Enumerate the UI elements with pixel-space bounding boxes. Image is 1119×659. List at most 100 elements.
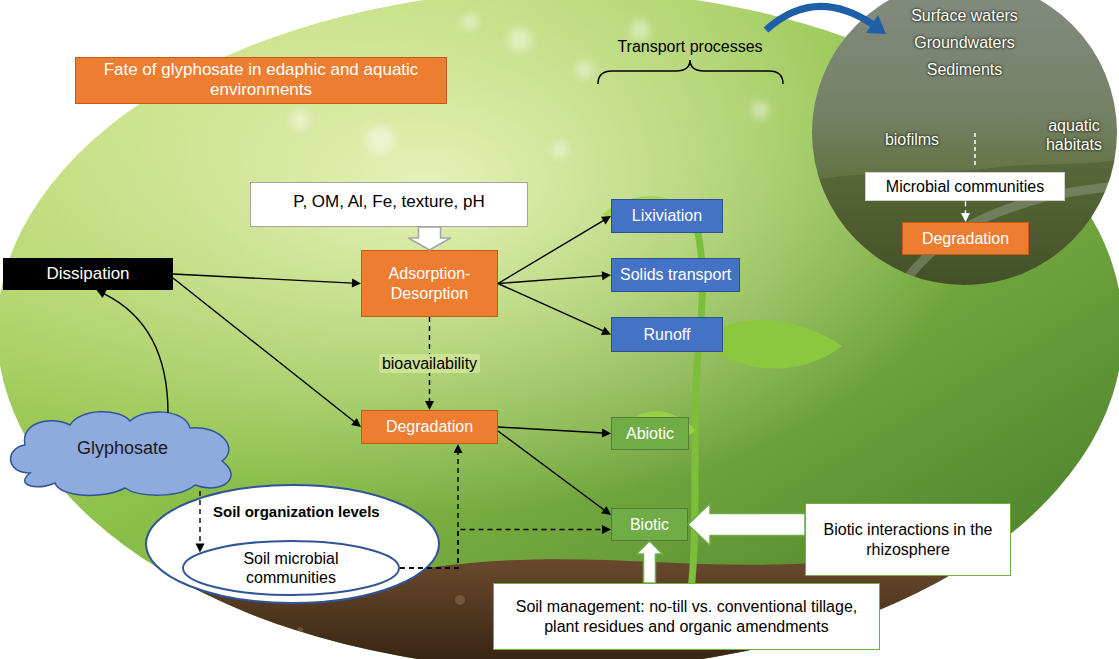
label-holder: Transport processes [590,37,790,56]
connector-line [498,431,605,510]
connector [173,274,361,288]
arrowhead [602,428,611,437]
connector-line [173,274,353,283]
ellipse-shape [183,541,399,595]
node-text: Glyphosate [77,438,168,460]
connector [400,525,611,568]
meadow [812,160,1117,285]
connector-line [104,294,168,413]
connector [498,216,611,284]
arrowhead [351,418,361,427]
edge-label: bioavailability [379,354,480,373]
water-label: Sediments [812,60,1117,79]
arrowhead [602,271,611,280]
connector [498,271,611,283]
community-box: Microbial communities [865,172,1065,201]
node-text: Soil management: no-till vs. conventiona… [502,597,871,635]
arrowhead [454,444,463,453]
node-text: Soil organization levels [213,503,440,521]
node-text: Dissipation [46,264,129,284]
node-text: Degradation [922,229,1009,248]
transport-box: Lixiviation [611,199,723,233]
connector-line [498,427,603,433]
connector-line [173,278,355,422]
text-holder: biofilms [872,130,952,149]
block-arrow [409,227,451,250]
cloud-shape [11,412,232,496]
connector [498,284,611,335]
level-ellipse: Soil organization levelsSoil microbial c… [145,484,440,604]
connector-line [199,491,200,545]
water-label: Surface waters [812,6,1117,25]
community-ellipse-outline [182,540,400,596]
connector-line [400,452,458,568]
process-box: Degradation [361,410,498,444]
type-box: Biotic [611,508,688,541]
title-box: Fate of glyphosate in edaphic and aquati… [75,57,447,104]
water-label: Groundwaters [812,33,1117,52]
arrowhead [601,216,611,224]
group-label: Transport processes [590,37,790,56]
connector [173,278,361,427]
transport-box: Solids transport [611,258,740,292]
process-box: Degradation [902,222,1029,255]
water-label: biofilms [872,130,952,149]
factor-box: Soil management: no-till vs. conventiona… [493,583,880,650]
edge-label-holder: bioavailability [379,354,480,373]
node-text: Lixiviation [632,206,702,225]
node-text: Biotic [630,515,669,534]
flow-arrowhead [866,15,886,34]
arrowhead [961,213,970,222]
node-text: Runoff [644,325,691,344]
factor-box: P, OM, Al, Fe, texture, pH [250,182,528,227]
process-box: Dissipation [3,258,173,290]
block-arrow [637,541,663,583]
connector [498,431,611,515]
arrowhead [601,506,611,515]
type-box: Abiotic [611,417,689,450]
block-arrow [688,504,805,546]
arrowhead [352,279,361,288]
arrowhead [97,290,107,298]
connector [400,444,463,568]
community-ellipse: Soil microbial communities [182,540,400,596]
transport-box: Runoff [611,317,723,352]
connector [196,491,205,553]
node-text: Soil microbial communities [226,549,356,587]
glyphosate-cloud: Glyphosate [0,403,245,495]
divider-line [974,133,976,168]
node-text: Degradation [386,417,473,436]
connector-line [498,284,604,332]
arrowhead [601,327,611,335]
text-holder: Groundwaters [812,33,1117,52]
text-holder: Sediments [812,60,1117,79]
photo-content [812,0,1117,285]
arrowhead [602,525,611,534]
water-label: aquatic habitats [1034,116,1114,154]
connector-line [965,201,966,214]
connector-line [400,530,603,569]
node-text: Microbial communities [886,177,1044,196]
connector [637,541,663,583]
connector [688,504,805,546]
node-text: Adsorption- Desorption [370,264,489,302]
node-text: P, OM, Al, Fe, texture, pH [293,192,484,212]
process-box: Adsorption- Desorption [361,250,498,317]
connector-line [498,220,604,283]
connector [409,227,451,250]
connector [961,201,970,222]
arrowhead [425,401,434,410]
text-holder: Surface waters [812,6,1117,25]
title-text: Fate of glyphosate in edaphic and aquati… [84,60,438,101]
aquatic-photo-circle: Surface watersGroundwatersSediments biofi… [812,0,1117,285]
factor-box: Biotic interactions in the rhizosphere [805,503,1011,576]
node-text: Solids transport [620,265,731,284]
photo-ground [812,0,1117,285]
connector [498,427,611,437]
ellipse-shape [146,485,439,603]
bracket [598,60,783,84]
